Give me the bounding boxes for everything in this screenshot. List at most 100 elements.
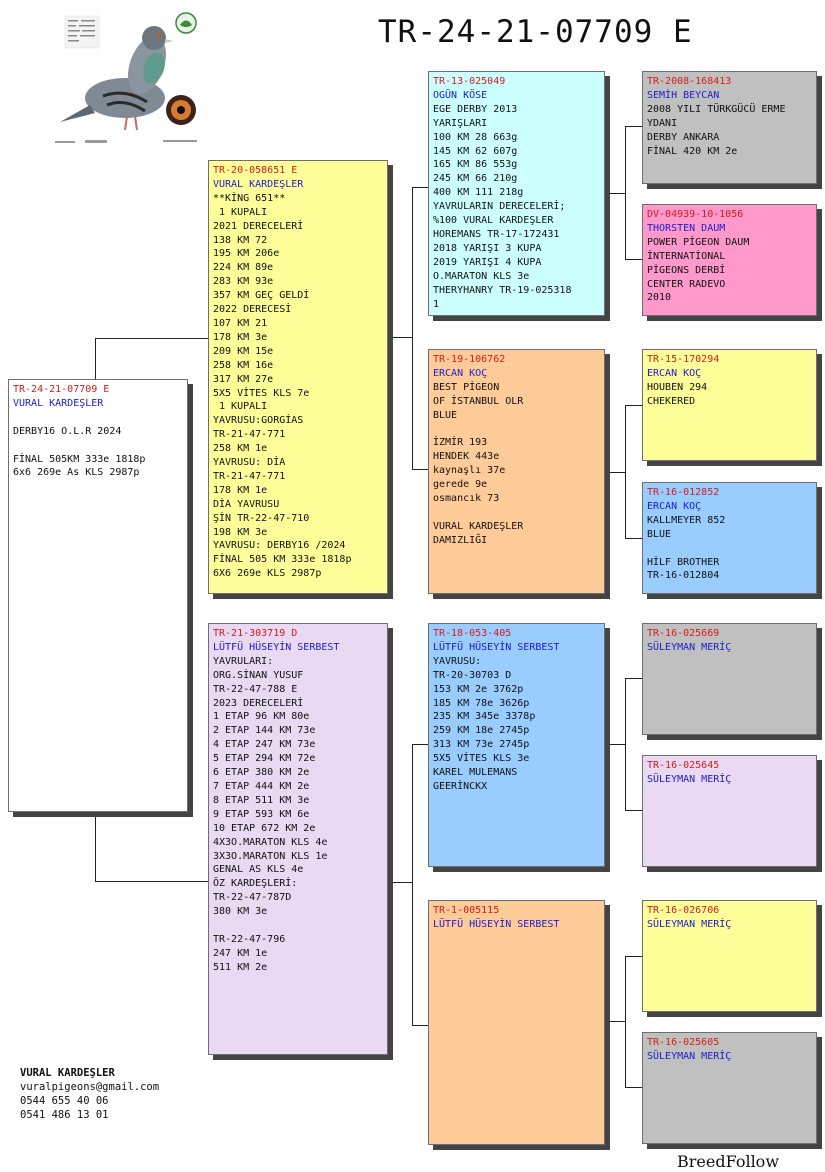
owner-name: LÜTFÜ HÜSEYİN SERBEST [433, 641, 560, 653]
owner-name: ERCAN KOÇ [433, 367, 488, 379]
pedigree-note: OF İSTANBUL OLR [433, 395, 524, 407]
pedigree-note: 5X5 VİTES KLS 3e [433, 753, 530, 765]
owner-name: ERCAN KOÇ [647, 367, 702, 379]
footer-email[interactable]: vuralpigeons@gmail.com [20, 1081, 160, 1093]
pedigree-note: BEST PİGEON [433, 381, 500, 393]
owner-name: ERCAN KOÇ [647, 500, 702, 512]
pedigree-note: 259 KM 18e 2745p [433, 725, 530, 737]
pedigree-note: 245 KM 66 210g [433, 173, 518, 185]
owner-name: THORSTEN DAUM [647, 222, 726, 234]
pedigree-note: gerede 9e [433, 479, 488, 491]
pedigree-note: 317 KM 27e [213, 373, 274, 385]
pedigree-note: 195 KM 206e [213, 248, 280, 260]
club-logo-icon [175, 12, 197, 34]
owner-name: SÜLEYMAN MERİÇ [647, 918, 732, 930]
pedigree-note: 138 KM 72 [213, 234, 268, 246]
pedigree-note: 165 KM 86 553g [433, 159, 518, 171]
pedigree-note: YAVRUSU: [433, 655, 482, 667]
pedigree-note: CHEKERED [647, 395, 696, 407]
pedigree-note: YAVRUSU: DİA [213, 457, 286, 469]
pedigree-note: 400 KM 111 218g [433, 187, 524, 199]
pedigree-note: 247 KM 1e [213, 947, 268, 959]
footer-phone-1: 0544 655 40 06 [20, 1095, 109, 1107]
ring-number: TR-16-025669 [647, 628, 720, 639]
ring-number: TR-16-012852 [647, 487, 720, 498]
pedigree-note: BLUE [433, 409, 458, 421]
pedigree-note: FİNAL 505 KM 333e 1818p [213, 554, 352, 566]
pedigree-note: 2019 YARIŞI 4 KUPA [433, 256, 542, 268]
pedigree-note: 2010 [647, 292, 672, 304]
pedigree-note [647, 542, 812, 556]
pedigree-note: ORG.SİNAN YUSUF [213, 669, 304, 681]
pedigree-note: 9 ETAP 593 KM 6e [213, 808, 310, 820]
pedigree-note: VURAL KARDEŞLER [433, 520, 524, 532]
ring-number: TR-19-106762 [433, 354, 506, 365]
pedigree-note: HENDEK 443e [433, 451, 500, 463]
pedigree-note: 357 KM GEÇ GELDİ [213, 290, 310, 302]
pedigree-note: 2023 DERECELERİ [213, 697, 304, 709]
pedigree-note: GENAL AS KLS 4e [213, 864, 304, 876]
pedigree-note: TR-22-47-796 [213, 933, 286, 945]
brand-name: BreedFollow [677, 1152, 780, 1171]
pedigree-note: 2018 YARIŞI 3 KUPA [433, 242, 542, 254]
pedigree-note: 2 ETAP 144 KM 73e [213, 725, 316, 737]
contact-footer: VURAL KARDEŞLER vuralpigeons@gmail.com 0… [20, 1066, 159, 1122]
pedigree-note: HOUBEN 294 [647, 381, 708, 393]
pedigree-note: 2008 YILI TÜRKGÜCÜ ERME [647, 103, 786, 115]
pedigree-note: kaynaşlı 37e [433, 465, 506, 477]
pedigree-note: 107 KM 21 [213, 317, 268, 329]
pedigree-note: HİLF BROTHER [647, 556, 720, 568]
pedigree-note: 283 KM 93e [213, 276, 274, 288]
pedigree-note: EGE DERBY 2013 [433, 103, 518, 115]
pedigree-note: BLUE [647, 528, 672, 540]
pedigree-note: 258 KM 1e [213, 443, 268, 455]
pedigree-note [13, 439, 183, 453]
pedigree-note: DİA YAVRUSU [213, 498, 280, 510]
footer-phone-2: 0541 486 13 01 [20, 1109, 109, 1121]
ring-number: DV-04939-10-1056 [647, 209, 744, 220]
pedigree-note: 198 KM 3e [213, 526, 268, 538]
pedigree-note: YARIŞLARI [433, 117, 488, 129]
pedigree-note: 511 KM 2e [213, 961, 268, 973]
owner-name: LÜTFÜ HÜSEYİN SERBEST [433, 918, 560, 930]
pedigree-note: ŞİN TR-22-47-710 [213, 512, 310, 524]
pedigree-note: 7 ETAP 444 KM 2e [213, 780, 310, 792]
pedigree-note: 5 ETAP 294 KM 72e [213, 753, 316, 765]
pedigree-note: 224 KM 89e [213, 262, 274, 274]
owner-name: SEMİH BEYCAN [647, 89, 720, 101]
ring-number: TR-1-005115 [433, 905, 500, 916]
pedigree-note: TR-22-47-787D [213, 892, 292, 904]
footer-name: VURAL KARDEŞLER [20, 1067, 115, 1079]
ring-number: TR-21-303719 D [213, 628, 298, 639]
ring-number: TR-13-025049 [433, 76, 506, 87]
owner-name: OGÜN KÖSE [433, 89, 488, 101]
ring-number: TR-16-026706 [647, 905, 720, 916]
owner-name: VURAL KARDEŞLER [13, 397, 104, 409]
pedigree-note: 8 ETAP 511 KM 3e [213, 794, 310, 806]
pedigree-note: 4 ETAP 247 KM 73e [213, 739, 316, 751]
pedigree-note: TR-21-47-771 [213, 470, 286, 482]
pedigree-title: TR-24-21-07709 E [378, 14, 693, 50]
pedigree-note: 313 KM 73e 2745p [433, 739, 530, 751]
pedigree-note: 145 KM 62 607g [433, 145, 518, 157]
pedigree-note: DAMIZLIĞI [433, 534, 488, 546]
owner-name: SÜLEYMAN MERİÇ [647, 773, 732, 785]
pedigree-note: TR-21-47-771 [213, 429, 286, 441]
pedigree-note: FİNAL 505KM 333e 1818p [13, 453, 146, 465]
pedigree-note: DERBY ANKARA [647, 131, 720, 143]
pedigree-note: YAVRUSU: DERBY16 /2024 [213, 540, 346, 552]
pedigree-note: 178 KM 1e [213, 484, 268, 496]
pedigree-note: 1 ETAP 96 KM 80e [213, 711, 310, 723]
